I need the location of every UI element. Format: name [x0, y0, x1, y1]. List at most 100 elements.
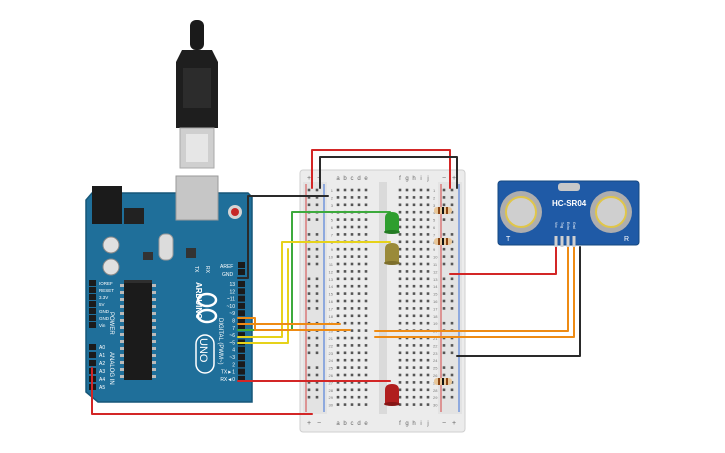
- rail-hole: [307, 395, 311, 399]
- breadboard-hole: [343, 203, 347, 207]
- breadboard-hole: [364, 366, 368, 369]
- breadboard-hole: [398, 218, 402, 221]
- breadboard-hole: [405, 344, 409, 347]
- rail-hole: [442, 247, 446, 251]
- breadboard-hole: [336, 373, 340, 377]
- row-number: 27: [329, 380, 334, 385]
- header-pin: [238, 310, 245, 317]
- breadboard-hole: [364, 329, 368, 332]
- chip-pin: [120, 340, 124, 343]
- breadboard-hole: [343, 262, 347, 266]
- breadboard-hole: [336, 299, 340, 303]
- rail-plus-label: +: [307, 175, 311, 182]
- breadboard-hole: [357, 277, 361, 281]
- chip-pin: [120, 375, 124, 378]
- breadboard-hole: [336, 196, 340, 199]
- chip-pin: [152, 298, 156, 301]
- row-number: 15: [433, 292, 438, 297]
- sensor-pin: [554, 236, 558, 247]
- breadboard-hole: [398, 203, 402, 207]
- row-number: 21: [329, 336, 334, 341]
- breadboard-hole: [343, 344, 347, 347]
- breadboard-hole: [419, 210, 423, 214]
- rail-hole: [307, 307, 311, 310]
- rail-hole: [442, 388, 446, 392]
- rail-hole: [315, 247, 319, 251]
- rail-hole: [307, 284, 311, 288]
- breadboard-hole: [412, 284, 416, 288]
- breadboard-hole: [350, 373, 354, 377]
- breadboard-hole: [364, 233, 368, 236]
- rail-hole: [450, 388, 454, 392]
- rail-hole: [315, 344, 319, 347]
- analog-pin-label: A2: [99, 361, 105, 367]
- breadboard-hole: [405, 388, 409, 392]
- rail-hole: [315, 395, 319, 399]
- breadboard-hole: [412, 321, 416, 325]
- breadboard-hole: [350, 403, 354, 406]
- breadboard-hole: [405, 203, 409, 207]
- breadboard-hole: [398, 366, 402, 369]
- rail-hole: [307, 351, 311, 355]
- column-letter: d: [357, 176, 360, 182]
- rail-hole: [442, 233, 446, 236]
- breadboard-hole: [426, 270, 430, 273]
- breadboard-hole: [336, 344, 340, 347]
- column-letter: g: [405, 421, 408, 427]
- breadboard-hole: [419, 255, 423, 258]
- rail-hole: [315, 336, 319, 340]
- header-pin: [89, 344, 96, 350]
- breadboard-hole: [343, 373, 347, 377]
- breadboard-hole: [405, 321, 409, 325]
- rail-minus-label: −: [317, 420, 321, 427]
- breadboard-hole: [419, 395, 423, 399]
- header-pin: [238, 288, 245, 295]
- breadboard-hole: [336, 403, 340, 406]
- row-number: 10: [433, 255, 438, 260]
- rail-hole: [442, 344, 446, 347]
- row-number: 10: [329, 255, 334, 260]
- column-letter: f: [399, 176, 401, 182]
- breadboard-hole: [405, 307, 409, 310]
- breadboard-hole: [364, 344, 368, 347]
- rail-hole: [315, 277, 319, 281]
- wire-yellow-led-b: [237, 248, 289, 344]
- breadboard-hole: [336, 336, 340, 340]
- breadboard-hole: [412, 403, 416, 406]
- breadboard-hole: [405, 188, 409, 192]
- rail-hole: [450, 196, 454, 199]
- breadboard-hole: [336, 292, 340, 295]
- chip-pin: [152, 291, 156, 294]
- breadboard-hole: [405, 233, 409, 236]
- red-led: [384, 384, 400, 406]
- chip-pin: [120, 319, 124, 322]
- rail-hole: [450, 366, 454, 369]
- chip-pin: [120, 305, 124, 308]
- breadboard-hole: [426, 196, 430, 199]
- row-number: 25: [433, 366, 438, 371]
- row-number: 29: [329, 395, 334, 400]
- row-number: 2: [331, 195, 334, 200]
- header-pin: [238, 324, 245, 331]
- breadboard-hole: [405, 270, 409, 273]
- breadboard-hole: [350, 218, 354, 221]
- breadboard-hole: [398, 299, 402, 303]
- breadboard-hole: [357, 247, 361, 251]
- row-number: 9: [331, 247, 334, 252]
- breadboard-hole: [426, 299, 430, 303]
- breadboard-hole: [419, 307, 423, 310]
- breadboard-hole: [343, 196, 347, 199]
- breadboard-hole: [357, 336, 361, 340]
- header-pin: [238, 262, 245, 268]
- row-number: 1: [433, 188, 436, 193]
- breadboard-hole: [426, 314, 430, 318]
- rail-hole: [315, 218, 319, 221]
- power-pin-label: RESET: [99, 288, 114, 293]
- breadboard-hole: [350, 196, 354, 199]
- breadboard-hole: [405, 240, 409, 244]
- breadboard-hole: [364, 336, 368, 340]
- breadboard-hole: [426, 344, 430, 347]
- chip-pin: [152, 375, 156, 378]
- column-letter: c: [351, 176, 354, 182]
